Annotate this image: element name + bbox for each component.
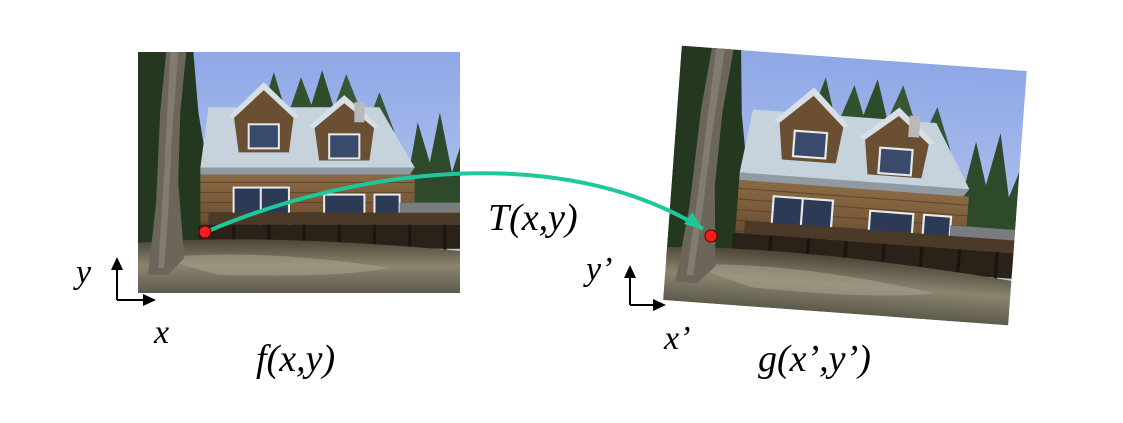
source-axis-x-label: x xyxy=(154,314,170,351)
transform-label: T(x,y) xyxy=(488,197,578,239)
arrowhead xyxy=(684,212,703,229)
source-caption: f(x,y) xyxy=(256,338,336,380)
source-point xyxy=(198,225,212,239)
target-axis-x-label: x’ xyxy=(664,320,691,357)
target-caption: g(x’,y’) xyxy=(758,338,871,380)
target-point xyxy=(704,229,718,243)
target-axes xyxy=(624,265,666,311)
transform-arrow xyxy=(205,171,705,234)
target-image xyxy=(663,45,1027,326)
source-axes xyxy=(111,257,156,306)
target-axis-y-label: y’ xyxy=(586,251,613,288)
source-image xyxy=(138,52,460,293)
source-axis-y-label: y xyxy=(76,254,92,291)
